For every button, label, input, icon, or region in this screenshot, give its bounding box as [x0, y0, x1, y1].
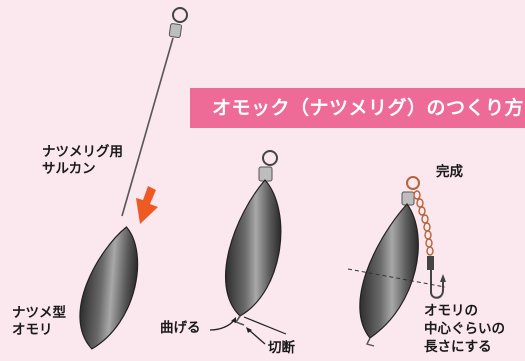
center-dashed-line — [347, 268, 446, 288]
length-label-line1: オモリの — [424, 303, 478, 319]
chain-icon — [413, 190, 434, 256]
banner-title: オモック（ナツメリグ）のつくり方 — [212, 97, 525, 119]
assembled-sinker-icon — [224, 150, 282, 326]
cut-mark-icon — [243, 316, 287, 345]
figure-bend-cut — [209, 150, 287, 345]
swivel-label-line1: ナツメリグ用 — [42, 144, 123, 160]
done-label: 完成 — [436, 164, 463, 180]
sinker-label-line1: ナツメ型 — [12, 305, 66, 321]
cut-label: 切断 — [268, 340, 295, 356]
sinker-icon — [79, 226, 139, 350]
sinker-label: ナツメ型 オモリ — [12, 305, 66, 339]
hook-icon — [427, 256, 446, 299]
swivel-label: ナツメリグ用 サルカン — [42, 144, 123, 178]
length-label-line2: 中心ぐらいの — [424, 321, 505, 337]
bend-arrow-icon — [209, 317, 236, 331]
length-label-line3: 長さにする — [424, 339, 492, 355]
swivel-wire-icon — [121, 7, 188, 217]
swivel-label-line2: サルカン — [42, 161, 96, 177]
finished-rig-icon — [359, 176, 420, 347]
figure-finished — [347, 176, 446, 347]
bend-label: 曲げる — [160, 320, 201, 336]
insert-arrow-icon — [136, 186, 158, 224]
figure-components — [79, 7, 188, 350]
title-banner — [190, 88, 525, 128]
sinker-label-line2: オモリ — [12, 322, 53, 338]
length-label: オモリの 中心ぐらいの 長さにする — [424, 302, 505, 356]
